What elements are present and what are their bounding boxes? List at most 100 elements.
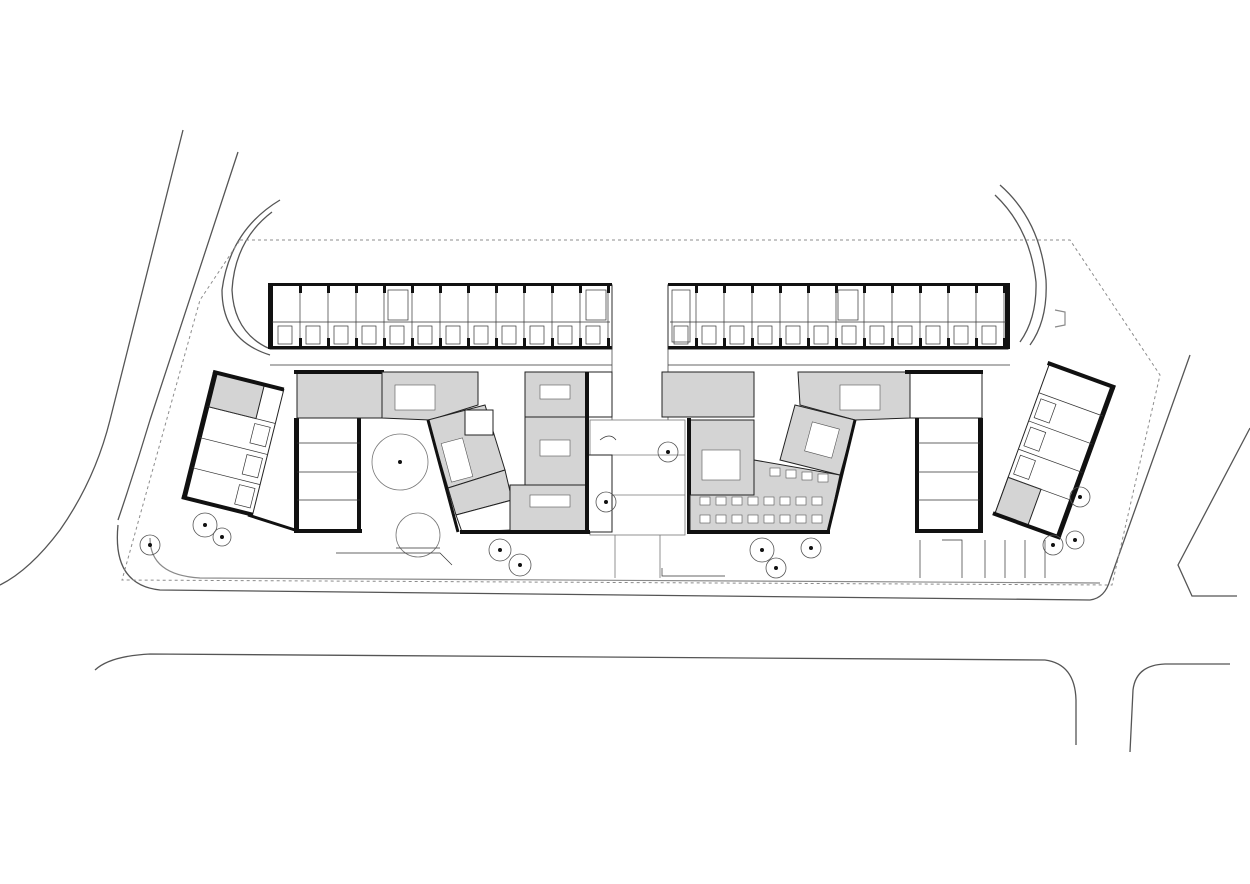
north-wing-room-bath — [305, 325, 321, 345]
north-wing-partition — [495, 285, 498, 293]
north-wing-partition-south — [439, 338, 442, 348]
east-wing-bath-2 — [1023, 426, 1047, 452]
east-res-inner-wall — [915, 418, 919, 533]
north-stair-east — [837, 289, 859, 321]
north-wing-partition-south — [919, 338, 922, 348]
north-wing-west-rooms — [277, 285, 610, 348]
north-wing-room-bath — [473, 325, 489, 345]
west-wing-room-line-1 — [207, 406, 276, 424]
north-wing-partition-south — [891, 338, 894, 348]
north-wing-partition-south — [607, 338, 610, 348]
north-wing-partition — [723, 285, 726, 293]
north-wing-room-bath — [585, 325, 601, 345]
dining-table — [795, 496, 807, 506]
north-wing-partition — [835, 285, 838, 293]
north-wing-partition — [355, 285, 358, 293]
north-wing-room-bath — [389, 325, 405, 345]
dining-table — [785, 469, 797, 479]
north-wing-partition-south — [467, 338, 470, 348]
east-wing-line-4 — [1008, 476, 1073, 501]
west-common-angled-wall — [426, 419, 460, 533]
central-west-table-1 — [539, 439, 571, 457]
north-wing-room-bath — [813, 325, 829, 345]
east-common-angled-wall — [826, 419, 857, 533]
central-east-meeting-table — [701, 449, 741, 481]
tree-canopy — [595, 491, 617, 513]
west-wing-bath-1 — [249, 423, 271, 448]
north-wing-partition-south — [299, 338, 302, 348]
tree-trunk — [148, 543, 152, 547]
north-wing-east-end-wall — [1005, 283, 1010, 349]
north-wing-room-bath — [701, 325, 717, 345]
central-east-top — [661, 371, 755, 418]
tree-trunk — [203, 523, 207, 527]
north-wing-room-bath — [953, 325, 969, 345]
south-road-north-curb — [116, 354, 1191, 601]
west-res-inner-wall — [357, 418, 361, 533]
dining-table — [779, 514, 791, 524]
north-wing-east-rooms — [673, 285, 1006, 348]
east-wing-bath-3 — [1013, 454, 1036, 480]
dining-table — [817, 473, 829, 483]
central-east-wall-west — [687, 418, 691, 534]
east-res-bottom-wall — [915, 529, 983, 533]
tree-canopy — [657, 441, 679, 463]
entry-arc — [599, 435, 617, 441]
tree-canopy — [765, 557, 787, 579]
north-wing-partition — [439, 285, 442, 293]
east-wing-line-2 — [1028, 420, 1093, 445]
north-wing-partition — [327, 285, 330, 293]
north-wing-room-bath — [529, 325, 545, 345]
north-wing-partition — [779, 285, 782, 293]
north-wing-room-bath — [729, 325, 745, 345]
inner-site-edge — [149, 537, 1101, 584]
north-wing-room-bath — [361, 325, 377, 345]
central-west-table-2 — [529, 494, 571, 508]
north-wing-partition-south — [835, 338, 838, 348]
north-wing-partition-south — [579, 338, 582, 348]
west-res-bottom-wall — [294, 529, 362, 533]
north-arc-west — [221, 199, 281, 356]
tree-canopy — [139, 534, 161, 556]
dining-tables — [699, 467, 829, 524]
north-wing-west-end-wall — [268, 283, 273, 349]
east-res-top-wall — [905, 370, 983, 374]
dining-table — [715, 496, 727, 506]
east-road-curb-2 — [1177, 427, 1250, 597]
north-wing-partition — [1003, 285, 1006, 293]
dining-table — [795, 514, 807, 524]
west-courtyard — [336, 433, 453, 566]
north-wing-room-bath — [841, 325, 857, 345]
west-res-shaded-top — [296, 371, 383, 419]
east-common-service — [909, 371, 983, 419]
east-residential-block — [905, 370, 1046, 578]
east-res-block — [917, 417, 982, 531]
north-wing-partition-south — [723, 338, 726, 348]
north-wing-partition-south — [383, 338, 386, 348]
east-angled-wing — [992, 361, 1116, 540]
road-lines — [0, 129, 1250, 753]
north-wing-partition — [947, 285, 950, 293]
east-parking — [919, 539, 1046, 578]
central-west-room-right — [586, 371, 613, 418]
north-wing-room-bath — [673, 325, 689, 345]
west-wing-room-line-2 — [199, 437, 268, 455]
north-wing-partition-south — [411, 338, 414, 348]
central-west-block — [460, 371, 613, 534]
tree-canopy — [508, 553, 532, 577]
north-wing-partition — [695, 285, 698, 293]
west-angled-wing — [181, 369, 285, 517]
dining-table — [763, 514, 775, 524]
west-res-outer-wall — [294, 418, 299, 533]
dining-table — [699, 514, 711, 524]
east-common-furniture — [804, 421, 840, 459]
north-wing — [268, 283, 1010, 350]
east-road-curb — [1129, 663, 1230, 753]
north-wing-partition-south — [975, 338, 978, 348]
west-wing-bath-2 — [241, 454, 263, 479]
north-east-lift-block — [671, 289, 691, 343]
north-wing-partition — [467, 285, 470, 293]
central-east-block — [661, 371, 841, 534]
west-res-block — [296, 417, 361, 531]
west-residential-block — [294, 370, 384, 533]
